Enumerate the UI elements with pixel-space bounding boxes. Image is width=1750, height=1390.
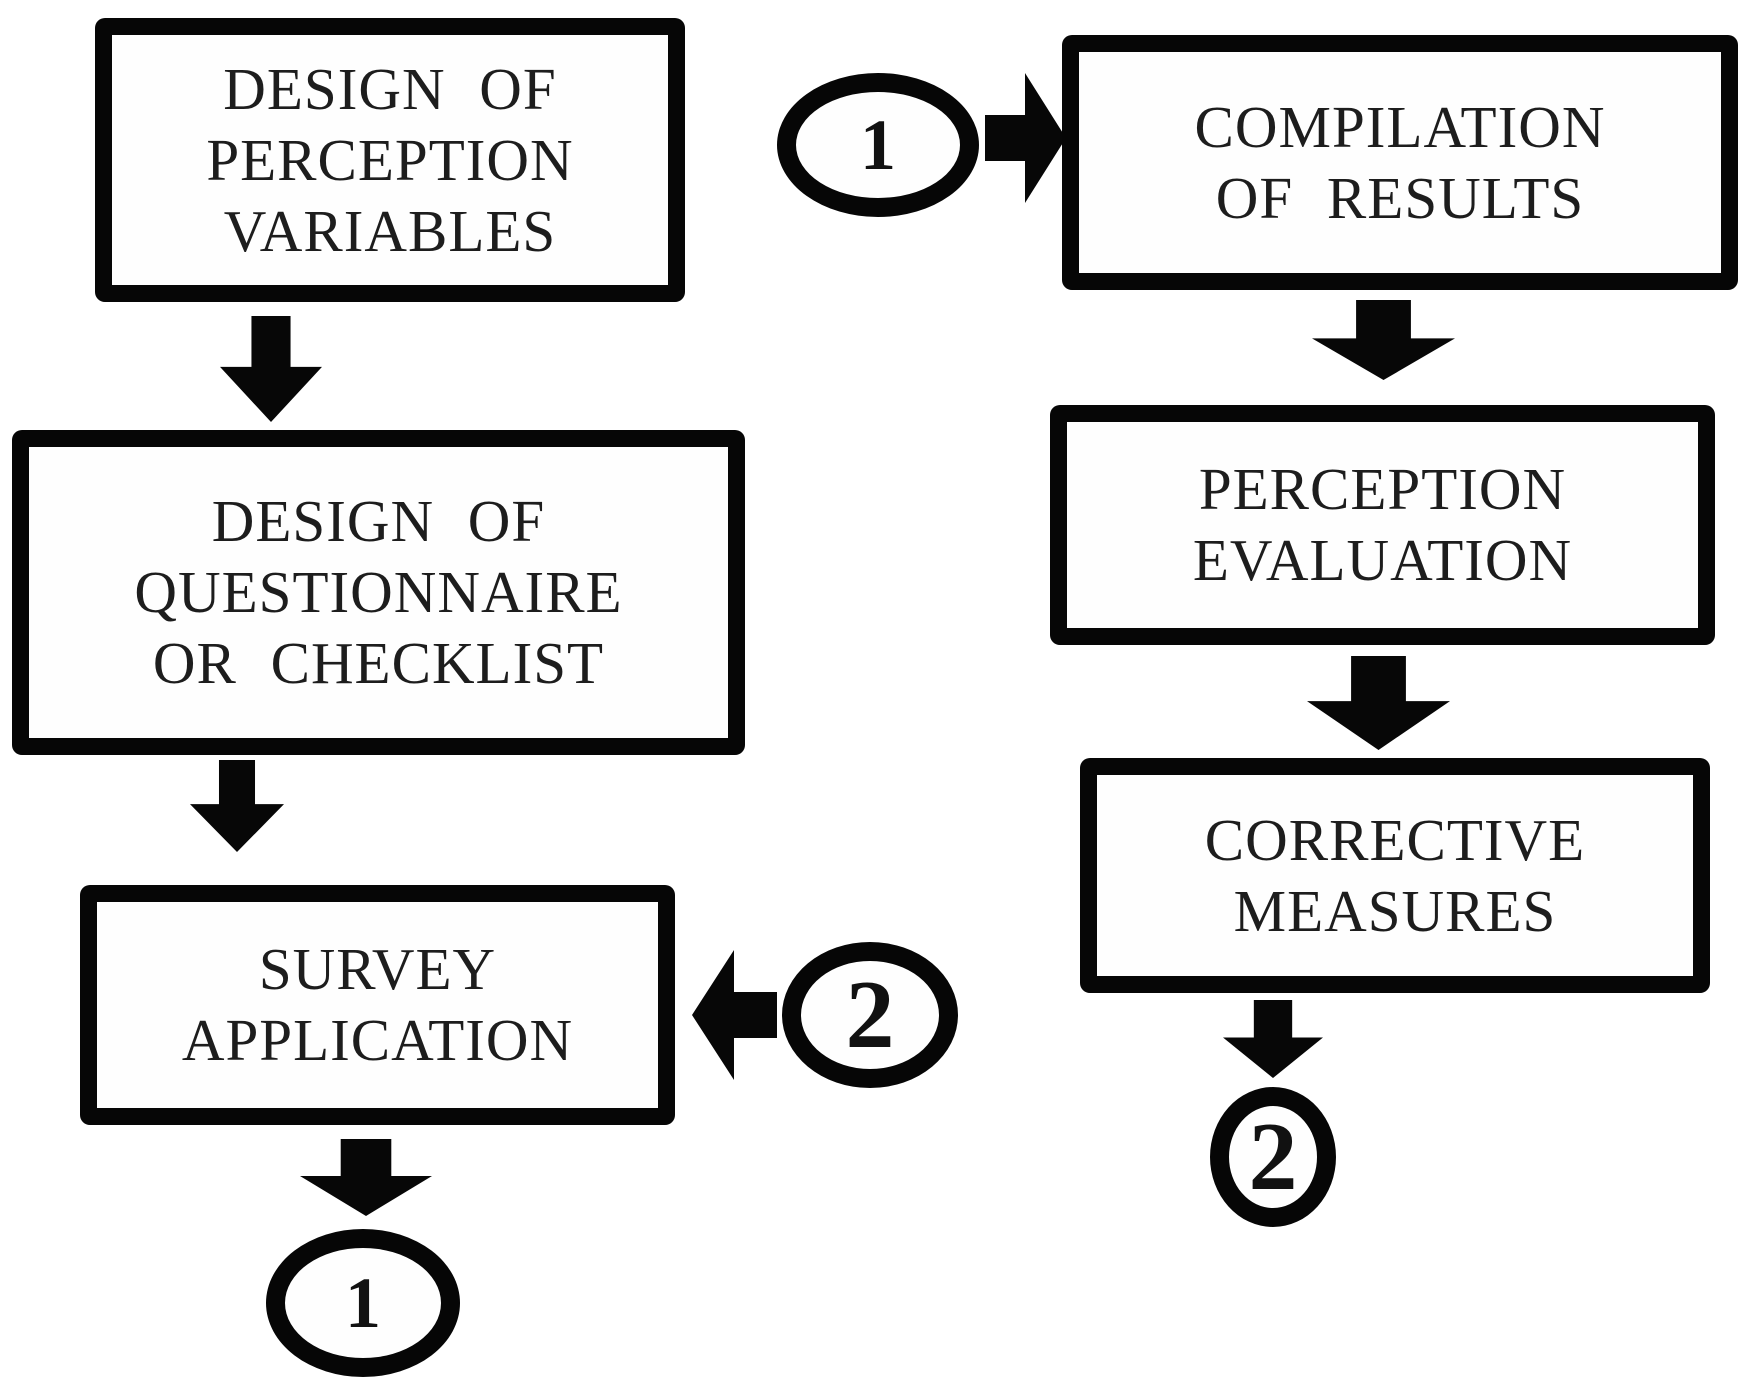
node-design-perception-variables: DESIGN OF PERCEPTION VARIABLES (95, 18, 685, 302)
flow-arrow-down-icon (190, 760, 284, 852)
node-label-line: EVALUATION (1192, 527, 1573, 593)
node-label: DESIGN OF QUESTIONNAIRE OR CHECKLIST (134, 486, 622, 699)
node-label-line: SURVEY (258, 936, 497, 1002)
node-label-line: OF RESULTS (1215, 164, 1585, 231)
node-label-line: VARIABLES (223, 197, 557, 264)
node-design-questionnaire-checklist: DESIGN OF QUESTIONNAIRE OR CHECKLIST (12, 430, 745, 755)
node-label: PERCEPTION EVALUATION (1193, 454, 1572, 596)
flow-arrow-left-icon (692, 950, 777, 1080)
node-compilation-of-results: COMPILATION OF RESULTS (1062, 35, 1738, 290)
connector-1-target: 1 (777, 73, 979, 217)
node-label-line: PERCEPTION (1198, 456, 1567, 522)
node-label: CORRECTIVE MEASURES (1205, 805, 1585, 947)
flow-arrow-down-icon (220, 316, 322, 422)
node-label-line: QUESTIONNAIRE (134, 559, 623, 625)
connector-1-source: 1 (266, 1229, 460, 1377)
node-label: COMPILATION OF RESULTS (1195, 92, 1606, 234)
connector-2-source: 2 (1210, 1087, 1336, 1227)
node-label: DESIGN OF PERCEPTION VARIABLES (206, 54, 573, 267)
node-label: SURVEY APPLICATION (182, 934, 573, 1076)
node-label-line: MEASURES (1233, 877, 1557, 944)
connector-number: 1 (345, 1263, 381, 1343)
node-survey-application: SURVEY APPLICATION (80, 885, 675, 1125)
node-corrective-measures: CORRECTIVE MEASURES (1080, 758, 1710, 993)
node-perception-evaluation: PERCEPTION EVALUATION (1050, 405, 1715, 645)
connector-2-target: 2 (782, 942, 958, 1088)
node-label-line: CORRECTIVE (1204, 806, 1586, 873)
connector-number: 2 (845, 961, 895, 1069)
flow-arrow-down-icon (300, 1139, 432, 1216)
node-label-line: DESIGN OF (211, 488, 546, 554)
node-label-line: APPLICATION (181, 1007, 574, 1073)
connector-number: 2 (1248, 1103, 1298, 1211)
node-label-line: DESIGN OF (223, 55, 557, 122)
connector-number: 1 (860, 105, 896, 185)
node-label-line: COMPILATION (1194, 93, 1606, 160)
node-label-line: PERCEPTION (206, 126, 574, 193)
node-label-line: OR CHECKLIST (152, 630, 605, 696)
flow-arrow-right-icon (985, 73, 1066, 203)
flow-arrow-down-icon (1312, 300, 1455, 380)
flow-arrow-down-icon (1307, 656, 1450, 750)
flow-arrow-down-icon (1223, 1000, 1323, 1078)
